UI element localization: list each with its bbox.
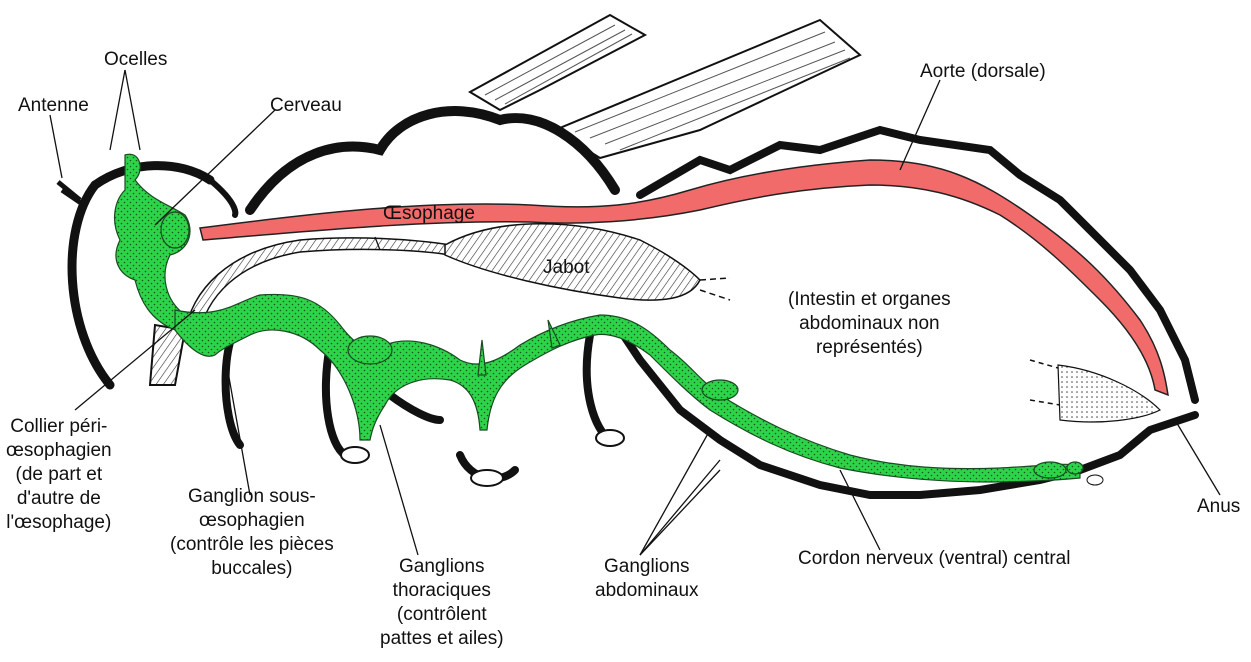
label-ganglion-sous-oesophagien: Ganglion sous- œsophagien (contrôle les … — [170, 485, 334, 581]
label-jabot: Jabot — [543, 256, 589, 280]
label-ganglions-abdominaux: Ganglions abdominaux — [595, 555, 699, 603]
label-anus: Anus — [1197, 495, 1240, 519]
label-ganglions-thoraciques: Ganglions thoraciques (contrôlent pattes… — [380, 555, 504, 651]
label-ocelles: Ocelles — [104, 48, 167, 72]
label-aorte: Aorte (dorsale) — [920, 60, 1046, 84]
label-oesophage: Œsophage — [383, 202, 475, 226]
label-cerveau: Cerveau — [270, 94, 342, 118]
label-cordon-nerveux: Cordon nerveux (ventral) central — [798, 547, 1070, 571]
antenna-stub — [58, 182, 84, 205]
label-collier: Collier péri- œsophagien (de part et d'a… — [6, 415, 112, 535]
label-antenne: Antenne — [18, 94, 89, 118]
wing-front — [470, 15, 645, 110]
label-intestin: (Intestin et organes abdominaux non repr… — [788, 288, 951, 360]
rectum — [1058, 365, 1160, 422]
